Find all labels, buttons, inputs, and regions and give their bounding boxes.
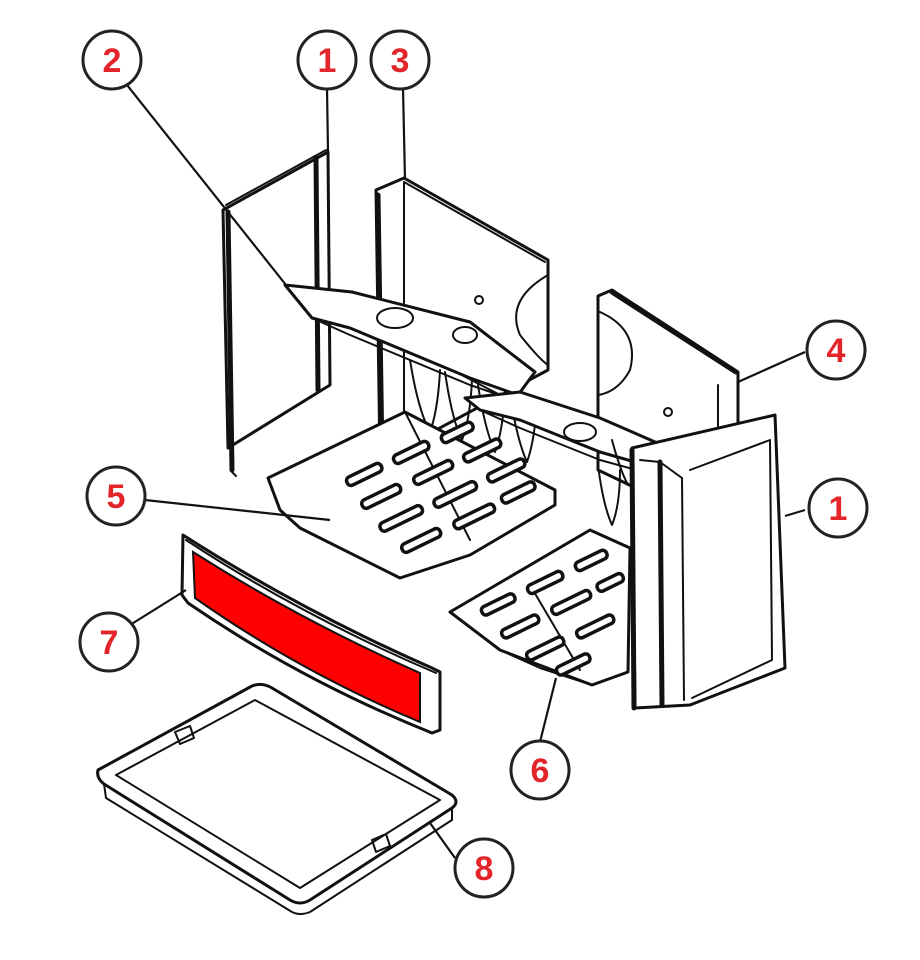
- callout-6-label: 6: [531, 752, 550, 790]
- callout-2: 2: [81, 29, 143, 91]
- leader-3: [401, 87, 407, 181]
- callout-1-top: 1: [296, 29, 358, 91]
- callout-5-label: 5: [107, 478, 126, 516]
- front-liner-red-face: [191, 550, 421, 724]
- callout-4: 4: [805, 319, 867, 381]
- callout-7: 7: [78, 611, 140, 673]
- callout-3: 3: [369, 29, 431, 91]
- callout-6: 6: [509, 739, 571, 801]
- leader-4: [737, 350, 806, 384]
- leader-8: [429, 822, 456, 859]
- callout-3-label: 3: [391, 42, 410, 80]
- leader-7: [129, 589, 187, 626]
- callout-5: 5: [85, 465, 147, 527]
- callout-8: 8: [453, 837, 515, 899]
- front-liner: [180, 533, 442, 735]
- callout-1-right: 1: [807, 477, 869, 539]
- right-side-panel: [629, 413, 787, 711]
- leader-5: [144, 498, 331, 522]
- callout-4-label: 4: [827, 332, 846, 370]
- callout-7-label: 7: [100, 624, 119, 662]
- ash-pan: [96, 682, 458, 915]
- left-fire-grate: [266, 410, 557, 580]
- leader-lines: [122, 79, 806, 859]
- leader-1-top: [325, 87, 330, 153]
- left-side-panel: [221, 149, 332, 477]
- callout-2-label: 2: [103, 42, 122, 80]
- leader-2: [122, 79, 287, 286]
- callout-1-right-label: 1: [829, 490, 848, 528]
- leader-6: [538, 677, 558, 743]
- callout-1-top-label: 1: [318, 42, 337, 80]
- callout-8-label: 8: [475, 850, 494, 888]
- leader-1-right: [784, 508, 806, 518]
- right-fire-grate: [448, 528, 632, 687]
